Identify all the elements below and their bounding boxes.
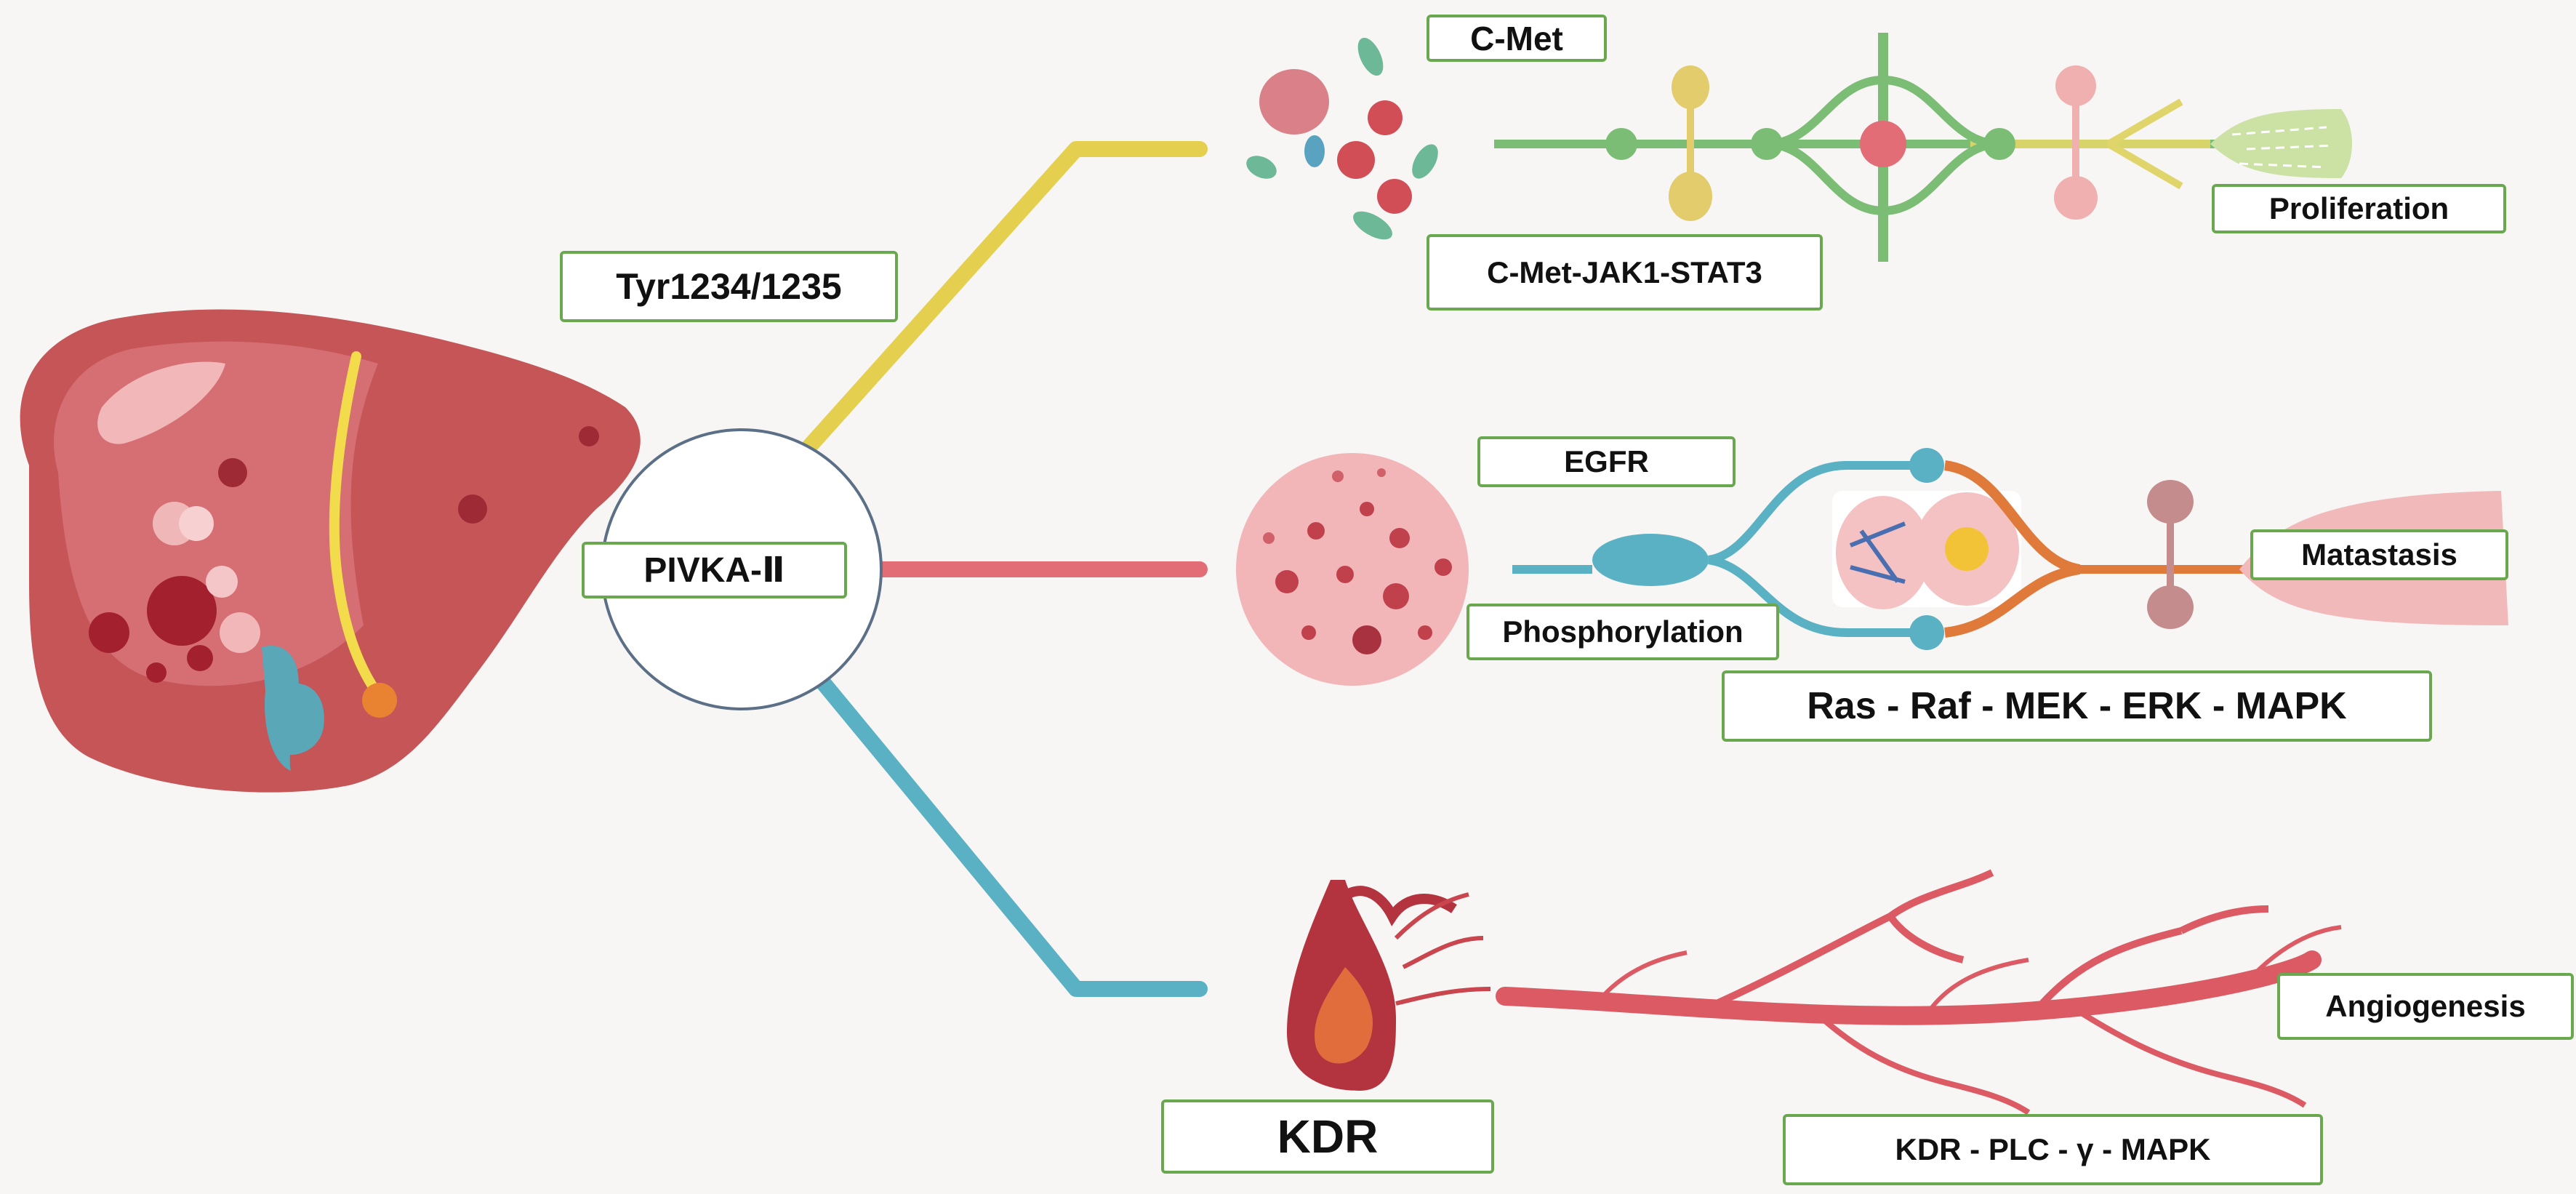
egfr-cell (1236, 453, 1469, 686)
jak-stat-pathway (1494, 33, 2352, 262)
pathway-label-c-met: C-Met-JAK1-STAT3 (1427, 234, 1823, 310)
outcome-label-matastasis: Matastasis (2250, 529, 2508, 580)
receptor-label-egfr: EGFR (1477, 436, 1736, 487)
center-label: PIVKA-Ⅱ (582, 542, 847, 598)
outcome-label-angiogenesis: Angiogenesis (2277, 973, 2574, 1040)
receptor-label-c-met: C-Met (1427, 15, 1607, 62)
c-met-cluster (1246, 37, 1438, 240)
outcome-label-proliferation: Proliferation (2212, 184, 2506, 233)
kdr-vessel (1287, 880, 1491, 1091)
angiogenesis-vessels (1496, 869, 2342, 1115)
pathway-label-mapk: Ras - Raf - MEK - ERK - MAPK (1722, 670, 2432, 742)
pathway-label-kdr: KDR - PLC - γ - MAPK (1783, 1114, 2323, 1185)
process-label-phosphorylation: Phosphorylation (1466, 604, 1779, 660)
liver-illustration (20, 309, 641, 793)
site-label: Tyr1234/1235 (560, 251, 898, 322)
branch-connectors (785, 141, 1208, 997)
receptor-label-kdr: KDR (1161, 1099, 1494, 1174)
